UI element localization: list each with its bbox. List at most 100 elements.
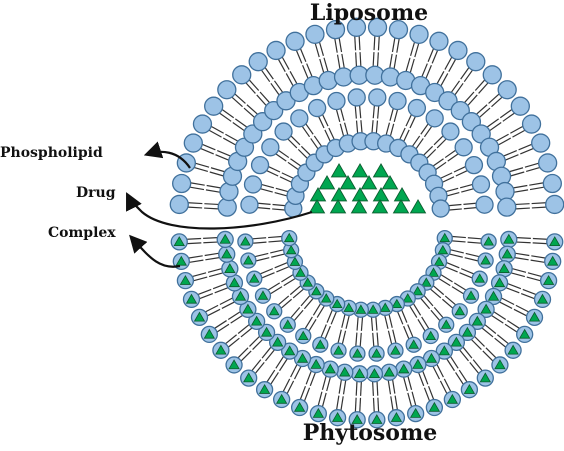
lipid-tail (275, 356, 284, 369)
drug-molecule (372, 163, 390, 178)
drug-molecule (310, 358, 322, 369)
lipid-tail (287, 161, 299, 170)
lipid-tail (317, 391, 323, 406)
drug-molecule (437, 244, 449, 255)
lipid-tail (506, 287, 520, 294)
lipid-tail (359, 105, 362, 119)
lipid-tail (426, 148, 437, 159)
lipid-tail (302, 65, 309, 79)
lipid-tail (412, 135, 421, 147)
lipid-tail (494, 337, 506, 348)
lipid-tail (261, 272, 275, 279)
lipid-tail (248, 79, 260, 91)
lipid-tail (205, 304, 219, 313)
drug-molecule (474, 273, 486, 283)
lipid-tail (432, 158, 444, 167)
lipid-tail (278, 295, 290, 306)
lipid-tail (392, 329, 397, 343)
drug-molecule (258, 384, 271, 394)
drug-molecule (293, 401, 306, 412)
encapsulated-drug-cluster (308, 163, 427, 214)
lipid-tail (237, 324, 250, 334)
lipid-tail (520, 292, 535, 300)
phospholipid-head (542, 173, 562, 194)
lipid-tail (360, 317, 364, 331)
lipid-tail (251, 359, 262, 371)
drug-molecule (420, 277, 432, 287)
lipid-tail (313, 135, 322, 147)
phospholipid-head (510, 96, 530, 116)
lipid-tail (187, 242, 202, 245)
lipid-tail (409, 116, 416, 129)
lipid-tail (356, 317, 359, 331)
lipid-tail (261, 183, 275, 189)
lipid-tail (503, 150, 517, 157)
lipid-tail (275, 187, 289, 193)
drug-molecule (408, 339, 420, 349)
lipid-tail (309, 372, 316, 387)
lipid-tail (216, 323, 230, 333)
drug-molecule (296, 352, 309, 363)
lipid-tail (489, 121, 502, 132)
liposome-bilayer (169, 17, 564, 218)
lipid-tail (459, 183, 473, 189)
drug-molecule (260, 326, 273, 337)
lipid-tail (467, 94, 478, 106)
lipid-tail (422, 371, 429, 385)
phospholipid-head (232, 65, 252, 85)
drug-molecule (536, 293, 549, 304)
lipid-tail (203, 237, 218, 239)
lipid-tail (228, 337, 240, 348)
lipid-tail (312, 303, 321, 316)
lipid-tail (401, 309, 408, 323)
lipid-tail (515, 304, 529, 313)
drug-molecule (185, 293, 198, 304)
lipid-tail (323, 57, 329, 72)
drug-molecule (250, 315, 263, 326)
drug-molecule (501, 248, 513, 259)
lipid-tail (423, 126, 433, 138)
lipid-tail (460, 268, 474, 275)
lipid-tail (384, 315, 389, 329)
lipid-tail (525, 166, 540, 173)
phospholipid-label: Phospholipid (0, 145, 103, 161)
lipid-tail (420, 123, 429, 135)
drug-molecule (203, 328, 216, 339)
drug-molecule (409, 199, 427, 214)
drug-molecule (425, 352, 438, 363)
lipid-tail (207, 268, 222, 273)
lipid-tail (407, 392, 413, 407)
lipid-tail (299, 48, 307, 62)
lipid-tail (394, 395, 398, 410)
drug-molecule (318, 175, 336, 190)
lipid-tail (272, 208, 285, 211)
lipid-tail (418, 372, 425, 387)
phospholipid-head (250, 155, 270, 175)
phospholipid-head (192, 114, 213, 134)
lipid-tail (276, 266, 290, 273)
phospholipid-head (388, 20, 409, 40)
phospholipid-head (454, 138, 473, 157)
drug-molecule (339, 366, 351, 377)
lipid-tail (203, 241, 218, 244)
lipid-tail (293, 366, 302, 380)
lipid-tail (314, 43, 320, 58)
lipid-tail (199, 292, 214, 300)
lipid-tail (197, 288, 212, 296)
lipid-tail (237, 347, 249, 359)
lipid-tail (371, 120, 374, 133)
lipid-tail (501, 297, 515, 306)
lipid-tail (409, 42, 416, 57)
phospholipid-head (497, 197, 517, 217)
lipid-tail (440, 73, 449, 86)
lipid-tail (446, 358, 455, 372)
phospholipid-head (429, 31, 449, 51)
lipid-tail (264, 67, 274, 80)
lipid-tail (222, 137, 236, 146)
lipid-tail (209, 272, 223, 278)
lipid-tail (496, 133, 509, 142)
lipid-tail (187, 237, 202, 240)
lipid-tail (261, 69, 271, 83)
phospholipid-head (471, 175, 491, 194)
lipid-tail (391, 38, 396, 53)
